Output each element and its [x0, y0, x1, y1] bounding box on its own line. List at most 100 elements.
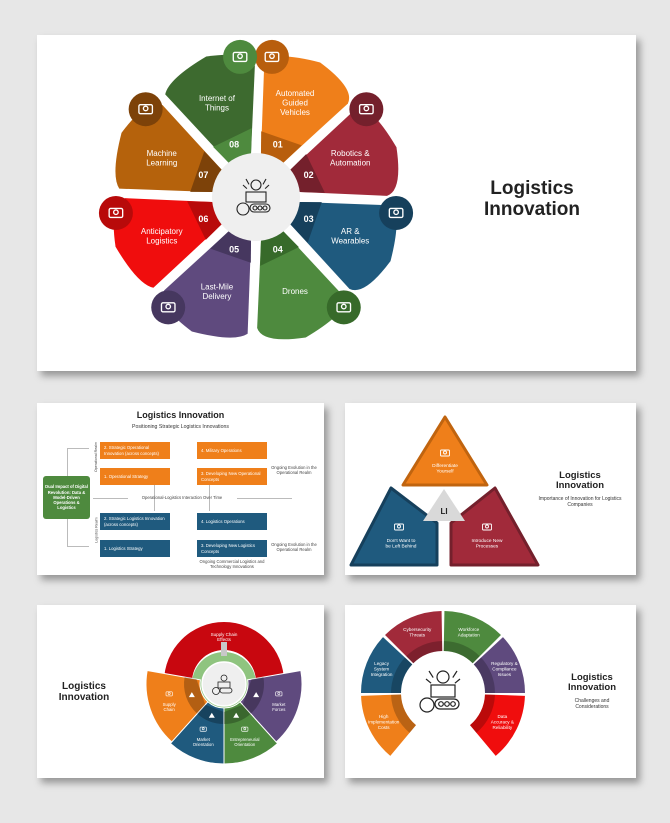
arrow-icon [253, 692, 260, 698]
positioning-subtitle: Positioning Strategic Logistics Innovati… [132, 424, 229, 430]
center-circle [201, 661, 247, 707]
effects-title: Logistics Innovation [49, 681, 119, 703]
effects-title-line2: Innovation [58, 692, 110, 703]
realm-label-operational: Operational Realm [93, 442, 98, 472]
effects-title-line1: Logistics [62, 681, 106, 692]
main-title-line2: Innovation [483, 198, 581, 220]
arrow-icon [208, 712, 215, 718]
growth-person-icon [241, 726, 249, 732]
petal-label: AR &Wearables [331, 227, 369, 245]
arrow-icon [233, 712, 240, 718]
center-circle [212, 153, 300, 241]
petal-shape [290, 201, 397, 291]
petal-number: 02 [304, 170, 314, 180]
basket-icon [275, 691, 283, 697]
petal-label: Robotics &Automation [330, 149, 370, 167]
connector-line [67, 546, 89, 547]
petal-shape [290, 106, 399, 196]
box-strategic-operational-innovation: 2. Strategic Operational Innovation (acr… [100, 442, 170, 459]
supply-chain-icon [165, 691, 173, 697]
petal-shape [165, 54, 255, 163]
petal-number-band [260, 231, 299, 266]
realm-label-logistics: Logistics Realm [94, 517, 99, 543]
market-chart-icon [199, 726, 207, 732]
petal-number-band [187, 201, 222, 240]
connector-line [67, 448, 89, 449]
note-ongoing-evolution-bottom: Ongoing Evolution in the Operational Rea… [271, 542, 317, 553]
network-star-icon [440, 449, 450, 457]
petal-number: 06 [198, 214, 208, 224]
robot-arm-icon [358, 104, 374, 115]
delivery-truck-person-icon [160, 302, 176, 313]
petal-number-band [190, 151, 222, 193]
petal-shape [260, 56, 350, 163]
petal-icon-circle [379, 195, 414, 230]
petal-icon-circle [254, 39, 289, 74]
slide-positioning-strategic-innovations[interactable]: Logistics Innovation Positioning Strateg… [37, 403, 324, 575]
up-arrow-icon [221, 642, 227, 656]
connector-line [67, 448, 68, 478]
connector-line [67, 516, 68, 546]
petal-02[interactable]: 02 Robotics &Automation [290, 92, 399, 196]
box-logistics-operations: 4. Logistics Operations [197, 513, 267, 530]
iot-network-icon [232, 51, 248, 63]
innovation-conveyor-icon [236, 178, 271, 216]
process-gear-icon [482, 523, 492, 531]
main-title: Logistics Innovation [457, 178, 607, 221]
dual-impact-box: Dual Impact of Digital Revolution: Data … [43, 476, 90, 519]
challenges-subtitle: Challenges and Considerations [574, 698, 610, 710]
petal-shape [257, 231, 347, 340]
petal-shape [115, 103, 222, 193]
brain-icon [138, 104, 154, 115]
importance-title-line2: Innovation [555, 480, 605, 492]
petal-number-band [260, 131, 302, 163]
petal-label: Drones [282, 287, 308, 296]
center-li-triangle: LI [423, 489, 465, 521]
petal-number: 05 [229, 245, 239, 255]
petal-icon-circle [349, 92, 384, 127]
petal-number-band [290, 201, 322, 243]
note-commercial-innovations: Ongoing Commercial Logistics and Technol… [199, 559, 265, 570]
forecast-robot-icon [108, 207, 124, 219]
petal-number: 08 [229, 139, 239, 149]
petal-number-band [213, 128, 252, 163]
main-title-line1: Logistics [490, 178, 574, 199]
connector-line [93, 498, 128, 499]
